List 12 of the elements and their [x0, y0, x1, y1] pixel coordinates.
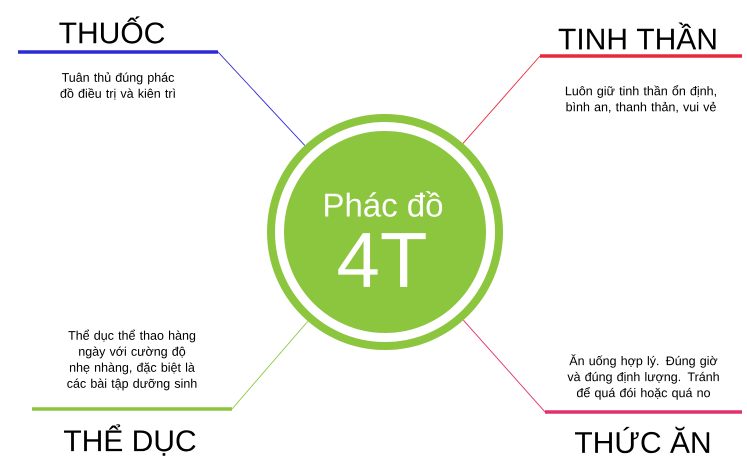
- connector-line: [462, 320, 546, 412]
- connector-line: [462, 56, 540, 144]
- description: Thể dục thể thao hàng ngày với cường độ nhẹ nhàng, đặc biệt là các bài tập dưỡng sinh: [67, 330, 196, 390]
- description: Tuân thủ đúng phác đồ điều trị và kiên trì: [60, 72, 176, 100]
- connector-line: [232, 320, 308, 410]
- description: Luôn giữ tinh thần ổn định, bình an, thanh thản, vui vẻ: [566, 85, 716, 113]
- heading: THỂ DỤC: [64, 424, 196, 456]
- heading: TINH THẦN: [558, 22, 716, 50]
- description: Ăn uống hợp lý. Đúng giờ và đúng định lượng. Tránh để quá đói hoặc quá no: [567, 354, 719, 400]
- heading: THỨC ĂN: [575, 426, 710, 454]
- connector-line: [218, 52, 306, 146]
- heading: THUỐC: [59, 16, 164, 44]
